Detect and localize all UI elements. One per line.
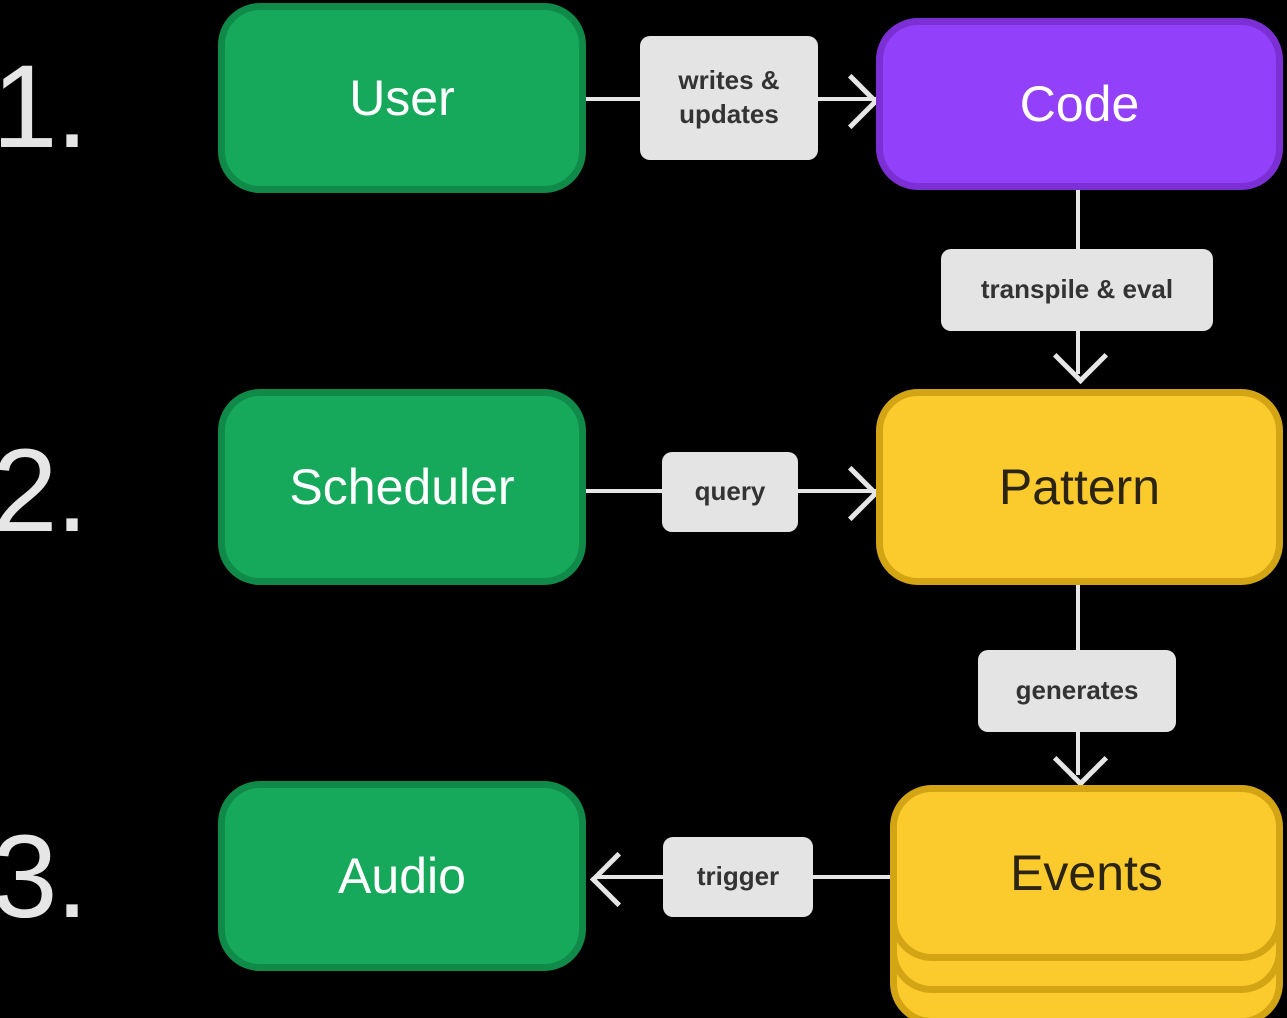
step-number-1: 1.: [0, 41, 88, 173]
arrow-head-scheduler-pattern: [823, 465, 880, 522]
node-user[interactable]: User: [218, 3, 586, 193]
arrow-head-user-code: [823, 73, 880, 130]
arrow-head-pattern-events: [1052, 731, 1109, 788]
step-number-3: 3.: [0, 811, 88, 943]
node-audio-label: Audio: [338, 847, 466, 904]
node-user-label: User: [349, 69, 455, 126]
node-audio[interactable]: Audio: [218, 781, 586, 971]
node-events-label: Events: [1010, 845, 1163, 901]
arrow-head-code-pattern: [1052, 328, 1109, 385]
node-code-label: Code: [1019, 75, 1140, 132]
arrow-head-events-audio: [589, 851, 646, 908]
edge-label-query: query: [662, 452, 798, 532]
node-events[interactable]: Events: [890, 785, 1283, 1018]
node-scheduler[interactable]: Scheduler: [218, 389, 586, 585]
node-code[interactable]: Code: [876, 18, 1283, 190]
node-pattern[interactable]: Pattern: [876, 389, 1283, 585]
node-scheduler-label: Scheduler: [289, 458, 515, 515]
edge-label-transpile-eval: transpile & eval: [941, 249, 1213, 331]
node-events-layer-front: Events: [890, 785, 1283, 961]
edge-label-generates: generates: [978, 650, 1176, 732]
edge-label-writes-updates: writes & updates: [640, 36, 818, 160]
node-pattern-label: Pattern: [998, 458, 1161, 515]
edge-label-trigger: trigger: [663, 837, 813, 917]
step-number-2: 2.: [0, 425, 88, 557]
